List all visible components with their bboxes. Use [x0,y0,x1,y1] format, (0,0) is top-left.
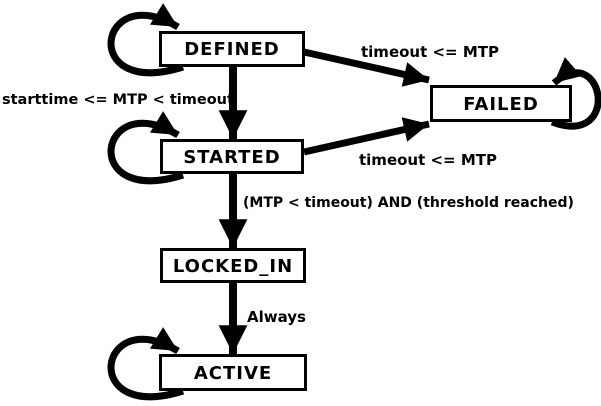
state-started-label: STARTED [183,147,280,168]
state-started: STARTED [160,139,304,174]
label-lockedin-to-active: Always [247,308,306,326]
state-failed: FAILED [430,85,572,122]
state-active: ACTIVE [159,354,307,391]
state-failed-box [430,85,572,122]
state-active-box [159,354,307,391]
self-loop-started [107,111,185,185]
state-defined: DEFINED [159,31,305,67]
label-started-to-lockedin: (MTP < timeout) AND (threshold reached) [243,195,574,211]
self-loop-defined [107,3,185,77]
state-locked-in-box [160,248,306,283]
state-defined-label: DEFINED [184,39,280,60]
state-defined-box [159,31,305,67]
state-active-label: ACTIVE [194,363,272,384]
label-defined-to-started: starttime <= MTP < timeout [2,92,234,108]
label-started-to-failed: timeout <= MTP [359,151,497,169]
self-loop-failed [550,57,601,130]
arrow-defined-to-failed [303,48,430,87]
state-locked-in: LOCKED_IN [160,248,306,283]
self-loop-active [107,327,185,401]
state-started-box [160,139,304,174]
state-locked-in-label: LOCKED_IN [173,256,293,277]
arrow-started-to-failed [303,117,430,156]
state-failed-label: FAILED [463,94,539,115]
label-defined-to-failed: timeout <= MTP [361,43,499,61]
